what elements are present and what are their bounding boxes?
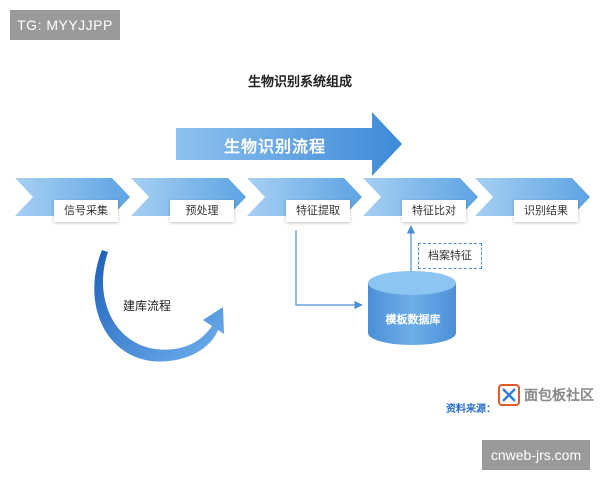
step-label-preprocessing: 预处理 xyxy=(170,200,234,222)
extract-to-db-connector xyxy=(295,230,363,310)
watermark-top: TG: MYYJJPP xyxy=(10,10,120,40)
step-label-signal-acquisition: 信号采集 xyxy=(54,200,118,222)
site-logo: 面包板社区 xyxy=(498,384,594,406)
template-database-label: 模板数据库 xyxy=(385,313,441,326)
step-label-recognition-result: 识别结果 xyxy=(514,200,578,222)
archive-feature-label: 档案特征 xyxy=(418,243,482,269)
logo-text: 面包板社区 xyxy=(524,388,594,404)
process-banner-arrow xyxy=(176,112,402,176)
process-banner-label: 生物识别流程 xyxy=(223,137,326,156)
watermark-bottom: cnweb-jrs.com xyxy=(482,440,590,470)
step-label-feature-comparison: 特征比对 xyxy=(402,200,466,222)
step-label-feature-extraction: 特征提取 xyxy=(286,200,350,222)
template-database-cylinder xyxy=(368,271,456,345)
logo-icon xyxy=(498,384,520,406)
build-library-label: 建库流程 xyxy=(123,299,172,313)
source-note: 资料来源： xyxy=(446,404,496,415)
diagram-title: 生物识别系统组成 xyxy=(247,75,352,90)
